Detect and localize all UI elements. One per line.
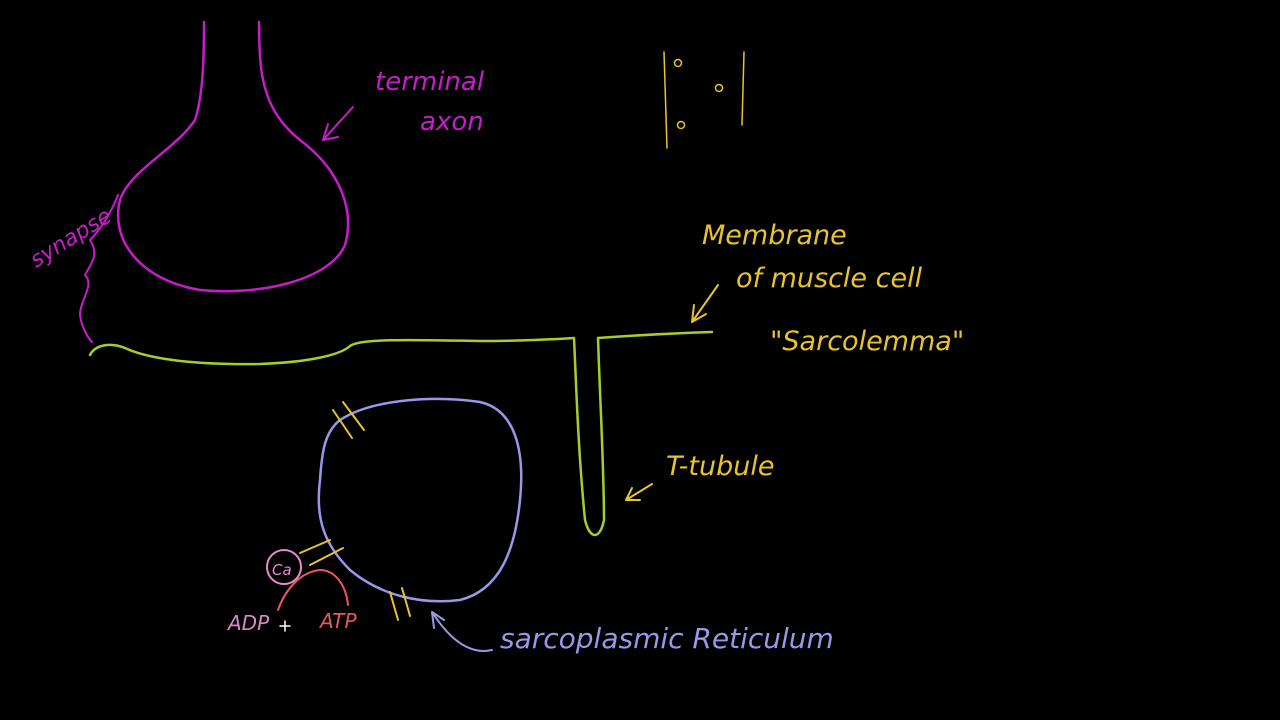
atp-label: ATP xyxy=(318,609,357,633)
atp-adp-reaction-curve xyxy=(277,569,349,611)
reticulum-arrow xyxy=(431,611,493,652)
sarcolemma-arrow xyxy=(691,284,719,323)
calcium-ion-circle xyxy=(266,549,302,585)
terminal-axon-outline xyxy=(116,20,350,293)
sarcolemma-membrane xyxy=(88,330,714,537)
crosshair-cursor-icon xyxy=(279,620,291,632)
terminal-axon-arrow xyxy=(322,106,354,141)
ion-channel-bottom xyxy=(389,587,411,621)
adp-label: ADP xyxy=(226,611,270,635)
sarcoplasmic-reticulum-outline xyxy=(317,397,523,603)
membrane-label-line2: of muscle cell xyxy=(736,263,923,294)
synapse-brace xyxy=(79,194,119,343)
t-tubule-label: T-tubule xyxy=(666,451,774,482)
calcium-pump-channel xyxy=(299,539,344,566)
membrane-label-line1: Membrane xyxy=(702,220,847,251)
calcium-label: Ca xyxy=(272,561,292,579)
channel-sketch xyxy=(663,51,745,149)
t-tubule-arrow xyxy=(625,483,653,501)
sarcoplasmic-reticulum-label: sarcoplasmic Reticulum xyxy=(500,622,834,655)
sarcolemma-label: "Sarcolemma" xyxy=(770,326,964,357)
ion-channel-top xyxy=(332,401,365,439)
terminal-axon-label-line1: terminal xyxy=(375,67,485,97)
terminal-axon-label-line2: axon xyxy=(420,107,484,137)
synapse-label: synapse xyxy=(26,204,116,273)
